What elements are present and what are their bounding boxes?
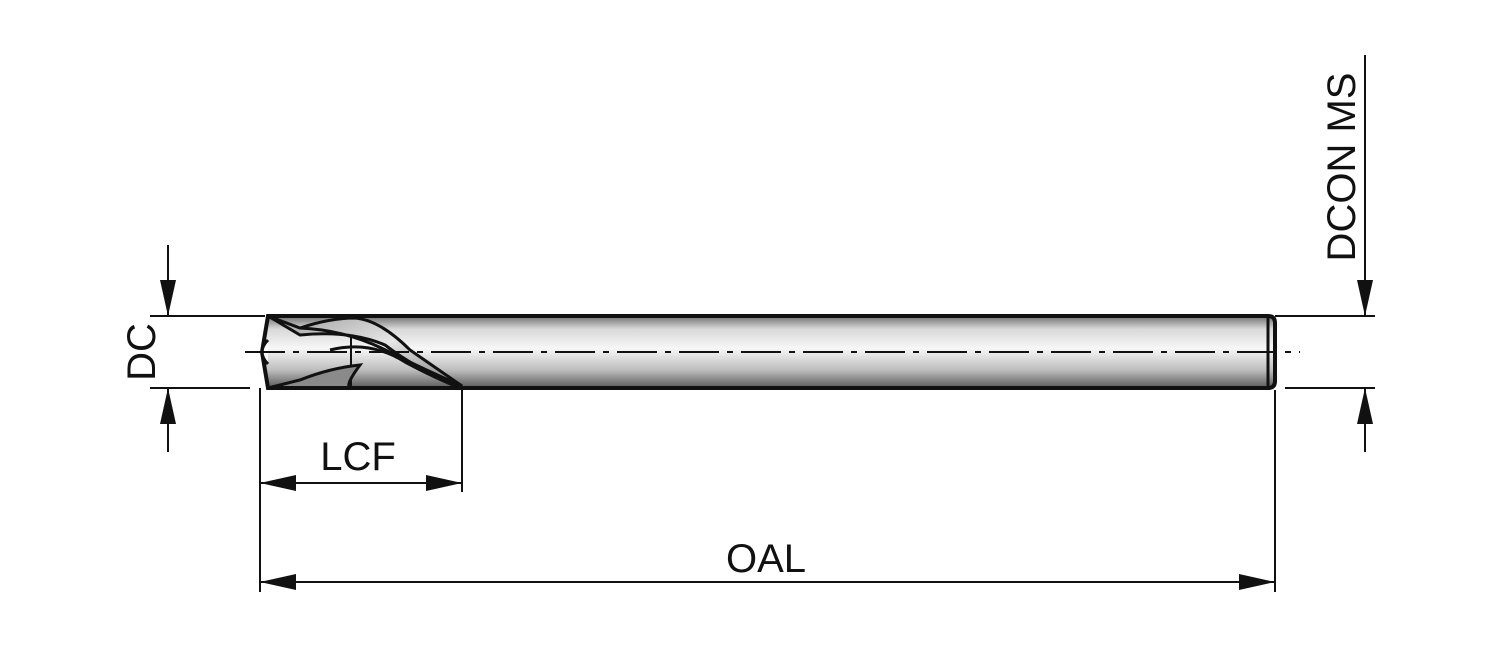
lcf-label: LCF — [320, 435, 396, 479]
oal-dimension: OAL — [259, 388, 1276, 592]
oal-arrow-left — [260, 574, 296, 590]
dcon-arrow-down — [1357, 280, 1373, 316]
lcf-dimension: LCF — [260, 388, 463, 492]
helix-line-2 — [329, 345, 461, 390]
flute-lower — [267, 363, 364, 390]
dcon-ms-dimension: DCON MS — [1275, 55, 1375, 452]
dc-dimension: DC — [120, 245, 265, 452]
dc-arrow-down — [160, 280, 176, 316]
dcon-ms-label: DCON MS — [1320, 73, 1364, 262]
dcon-arrow-up — [1357, 388, 1373, 424]
lcf-arrow-left — [260, 475, 296, 491]
oal-label: OAL — [726, 537, 806, 581]
dc-label: DC — [120, 323, 164, 381]
lcf-arrow-right — [426, 475, 462, 491]
oal-arrow-right — [1239, 574, 1275, 590]
dc-arrow-up — [160, 388, 176, 424]
